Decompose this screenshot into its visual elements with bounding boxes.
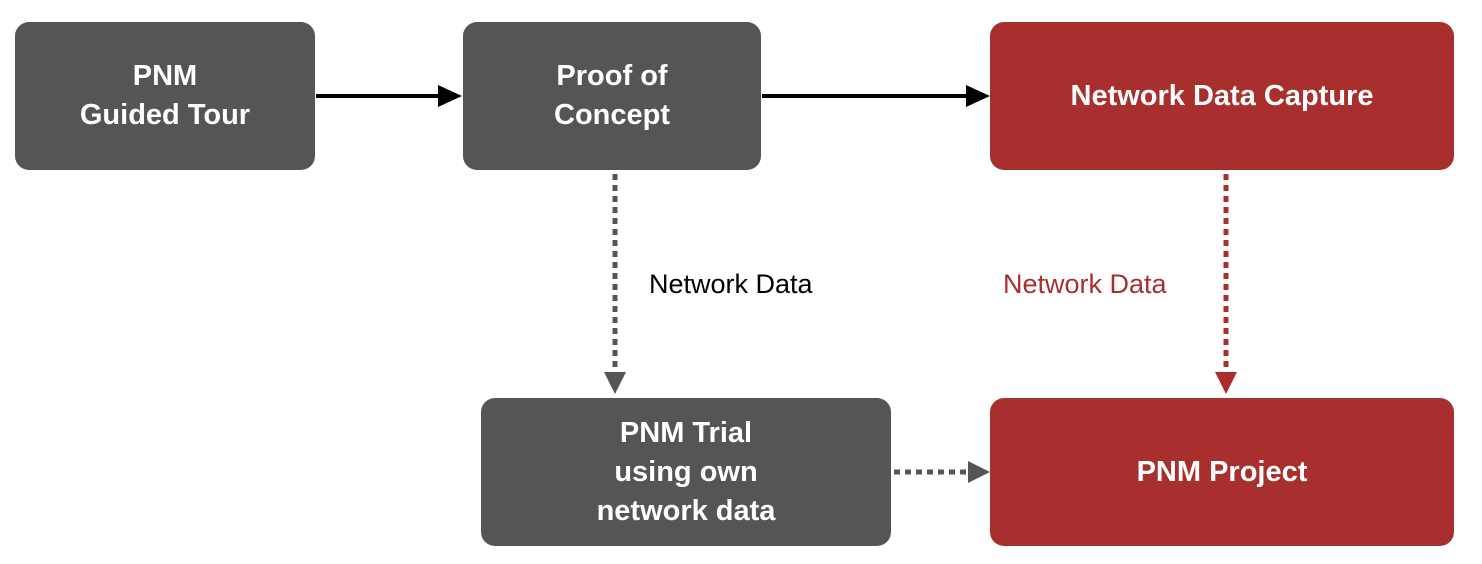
node-pnm-guided-tour: PNM Guided Tour bbox=[15, 22, 315, 170]
arrow-poc-to-trial bbox=[604, 174, 626, 394]
node-pnm-project: PNM Project bbox=[990, 398, 1454, 546]
arrow-capture-to-project bbox=[1215, 174, 1237, 394]
arrow-poc-to-capture bbox=[762, 85, 990, 107]
node-network-data-capture: Network Data Capture bbox=[990, 22, 1454, 170]
arrow-tour-to-poc bbox=[316, 85, 462, 107]
node-pnm-trial: PNM Trial using own network data bbox=[481, 398, 891, 546]
node-proof-of-concept: Proof of Concept bbox=[463, 22, 761, 170]
edge-label-network-data-red: Network Data bbox=[1003, 269, 1167, 299]
arrow-trial-to-project bbox=[894, 461, 990, 483]
edge-label-network-data-gray: Network Data bbox=[649, 269, 813, 299]
